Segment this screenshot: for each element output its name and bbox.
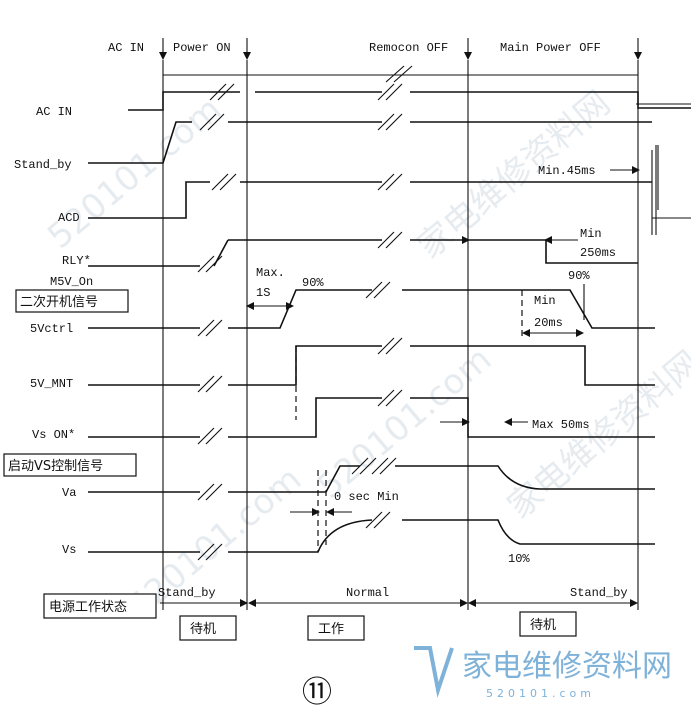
signal-stand-by-label: Stand_by (14, 158, 72, 172)
signal-acd-label: ACD (58, 211, 80, 225)
annotation-max: Max. (256, 266, 285, 280)
state-standby-cn: 待机 (190, 622, 216, 637)
waveform-acd (88, 150, 691, 235)
waveform-vs-on (88, 389, 655, 445)
annotation-max-50ms: Max 50ms (532, 418, 590, 432)
vs-control-signal-box (3, 453, 137, 477)
break-mark (385, 65, 413, 83)
annotation-20ms: 20ms (534, 316, 563, 330)
figure-number: ⑪ (302, 675, 332, 710)
waveform-rly (88, 145, 657, 273)
signal-5vctrl-label: 5Vctrl (30, 322, 73, 336)
state-normal: Normal (346, 586, 389, 600)
annotation-min-b: Min (534, 294, 556, 308)
annotation-90pct-right: 90% (568, 269, 590, 283)
state-arrows (160, 599, 638, 607)
signal-vs-on-label: Vs ON* (32, 428, 75, 442)
signal-va-label: Va (62, 486, 76, 500)
logo-title: 家电维修资料网 (462, 649, 672, 684)
power-state-box (43, 593, 157, 619)
waveform-5vctrl (88, 281, 655, 337)
waveform-va (88, 457, 655, 545)
annotation-250ms: 250ms (580, 246, 616, 260)
state-box-standby (179, 615, 237, 641)
annotation-min: Min (580, 227, 602, 241)
state-stand-by-left: Stand_by (158, 586, 216, 600)
logo-icon (414, 646, 454, 698)
state-box-working (307, 615, 365, 641)
watermark-text: 520101.com (310, 339, 499, 507)
signal-vs-control-label: 启动VS控制信号 (8, 459, 103, 474)
secondary-on-signal-box (15, 289, 129, 313)
event-main-power-off: Main Power OFF (500, 41, 601, 55)
annotation-90pct-left: 90% (302, 276, 324, 290)
waveform-vs (88, 470, 655, 561)
signal-ac-in-label: AC IN (36, 105, 72, 119)
logo-url: 520101.com (486, 687, 595, 700)
signal-rly-label: RLY* (62, 254, 91, 268)
signal-vs-label: Vs (62, 543, 76, 557)
signal-power-state-label: 电源工作状态 (49, 600, 127, 615)
watermark-text: 家电维修资料网 (500, 343, 691, 527)
signal-secondary-on-label: 二次开机信号 (20, 294, 98, 310)
annotation-min-45ms: Min.45ms (538, 164, 596, 178)
waveform-stand-by (88, 113, 659, 210)
state-stand-by-right: Stand_by (570, 586, 628, 600)
waveform-ac-in (128, 83, 691, 111)
event-power-on: Power ON (173, 41, 231, 55)
waveform-5v-mnt (88, 337, 655, 420)
event-arrows (159, 38, 642, 60)
state-box-standby-right (519, 611, 577, 637)
event-remocon-off: Remocon OFF (369, 41, 448, 55)
annotation-0-sec-min: 0 sec Min (334, 490, 399, 504)
annotation-1s: 1S (256, 286, 270, 300)
signal-5v-mnt-label: 5V_MNT (30, 377, 73, 391)
state-standby-cn-right: 待机 (530, 618, 556, 633)
site-logo: 家电维修资料网 520101.com (414, 646, 672, 700)
annotation-10pct: 10% (508, 552, 530, 566)
state-working-cn: 工作 (318, 622, 344, 637)
signal-m5v-on-label: M5V_On (50, 275, 93, 289)
event-ac-in: AC IN (108, 41, 144, 55)
